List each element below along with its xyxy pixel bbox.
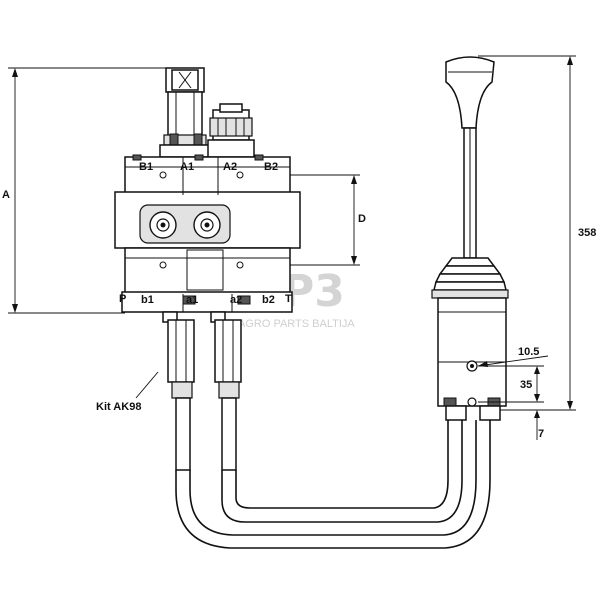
solenoid-right: [207, 103, 255, 158]
dimension-d-label: D: [358, 213, 366, 225]
port-label-p: P: [119, 293, 126, 305]
dimension-7: 7: [500, 409, 544, 440]
dimension-358-label: 358: [578, 227, 596, 239]
port-label-b1-bottom: b1: [141, 294, 154, 306]
dimension-a: A: [2, 67, 170, 314]
port-label-b2-bottom: b2: [262, 294, 275, 306]
dimension-10-5: 10.5: [477, 346, 549, 367]
dimension-a-label: A: [2, 189, 10, 201]
kit-label: Kit AK98: [96, 401, 141, 413]
valve-body: [114, 154, 301, 313]
watermark-text: AGRO PARTS BALTIJA: [238, 318, 355, 330]
cable-assembly-left: [162, 311, 491, 549]
dimension-10-5-label: 10.5: [518, 346, 539, 358]
port-label-b1-top: B1: [139, 161, 153, 173]
port-label-a1-top: A1: [180, 161, 194, 173]
dimension-d: D: [290, 174, 366, 266]
joystick: [431, 56, 509, 421]
dimension-35: 35: [478, 365, 544, 403]
port-labels: B1 A1 A2 B2 P b1 a1 a2 b2 T: [119, 161, 292, 306]
kit-callout: Kit AK98: [96, 371, 159, 413]
port-label-a1-bottom: a1: [186, 294, 198, 306]
port-label-a2-bottom: a2: [230, 294, 242, 306]
dimension-35-label: 35: [520, 379, 532, 391]
solenoid-left: [159, 67, 211, 158]
port-label-a2-top: A2: [223, 161, 237, 173]
port-label-t: T: [285, 293, 292, 305]
port-label-b2-top: B2: [264, 161, 278, 173]
dimension-7-label: 7: [538, 428, 544, 440]
